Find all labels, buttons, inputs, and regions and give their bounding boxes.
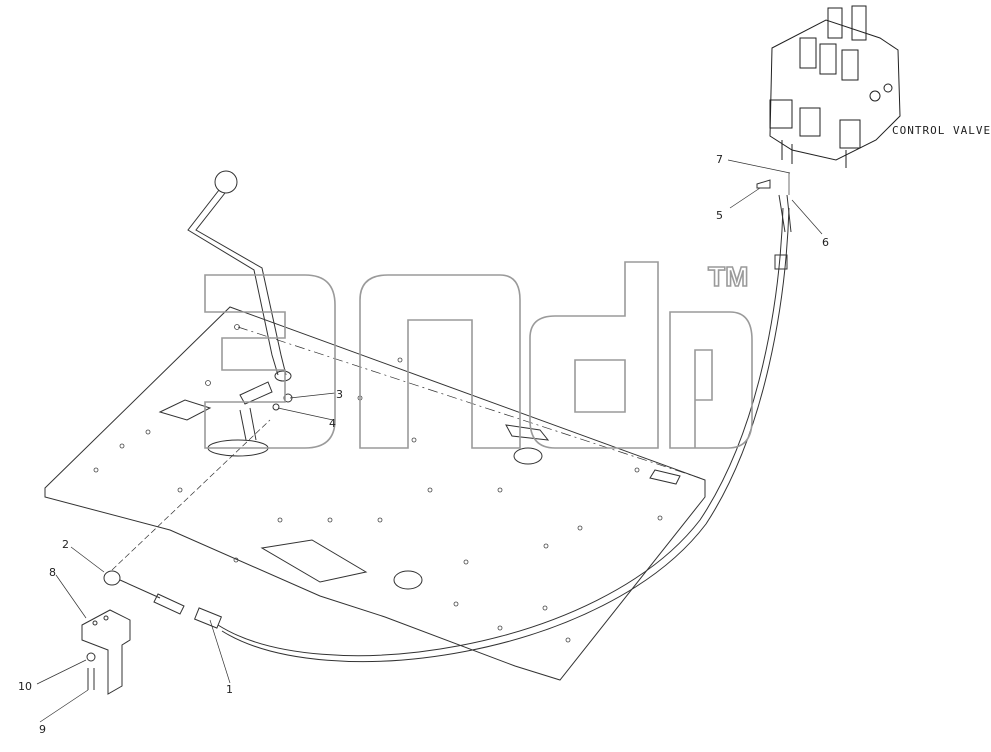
watermark-logo xyxy=(204,261,753,449)
callout-1: 1 xyxy=(226,683,233,696)
callout-7: 7 xyxy=(716,153,723,166)
plate-holes xyxy=(93,324,663,643)
callout-8: 8 xyxy=(49,566,56,579)
watermark-tm: TM xyxy=(708,261,748,292)
control-cable xyxy=(217,194,792,662)
callout-4: 4 xyxy=(329,417,336,430)
callout-2: 2 xyxy=(62,538,69,551)
bracket xyxy=(81,609,131,695)
control-valve-label: CONTROL VALVE xyxy=(892,124,991,137)
callout-3: 3 xyxy=(336,388,343,401)
valve-clip xyxy=(756,179,771,189)
callout-5: 5 xyxy=(716,209,723,222)
control-lever xyxy=(187,170,292,441)
cable-end xyxy=(103,570,223,629)
callout-6: 6 xyxy=(822,236,829,249)
leader-lines xyxy=(36,159,823,723)
callout-10: 10 xyxy=(18,680,32,693)
control-valve xyxy=(769,5,901,168)
callout-9: 9 xyxy=(39,723,46,736)
floor-plate xyxy=(44,306,706,681)
